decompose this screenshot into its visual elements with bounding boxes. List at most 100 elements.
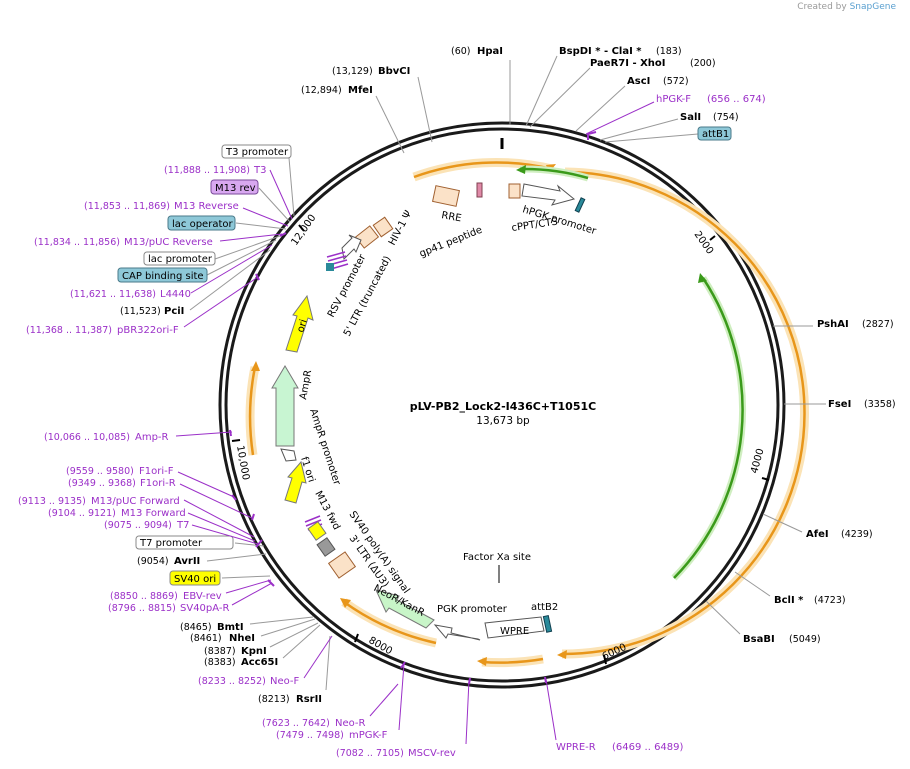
mfei-line xyxy=(375,95,405,154)
mpgkf-pos: (7479 .. 7498) xyxy=(276,730,344,741)
t3promoter-line xyxy=(288,157,295,217)
ebvrev-pos: (8850 .. 8869) xyxy=(110,591,178,602)
ampr-arrow xyxy=(271,365,299,447)
orf-left xyxy=(248,366,257,456)
attb2-label: attB2 xyxy=(531,602,558,613)
cppt-box xyxy=(508,183,521,199)
lacoperator-box xyxy=(167,215,236,231)
f1orif-pos: (9559 .. 9580) xyxy=(66,466,134,477)
hpgkf-mark xyxy=(587,131,597,140)
neof-pos: (8233 .. 8252) xyxy=(198,676,266,687)
afei-name: AfeI xyxy=(806,529,829,540)
bsabi-line xyxy=(705,600,741,635)
ampr-primer-line xyxy=(175,431,233,437)
t7promoter-line xyxy=(234,542,265,547)
m13fwd-line xyxy=(187,512,256,542)
attb1-line xyxy=(604,133,699,143)
ori-label: ori xyxy=(295,318,309,334)
inner-features-bottom: NeoR/KanR PGK promoter WPRE attB2 Factor… xyxy=(372,552,558,641)
t7-line xyxy=(191,524,259,545)
fsei-pos: (3358) xyxy=(864,399,896,410)
ampr-primer-name: Amp-R xyxy=(135,432,169,443)
bmti-pos: (8465) xyxy=(180,622,212,633)
labels-bottom: WPRE-R (6469 .. 6489) (7082 .. 7105) MSC… xyxy=(180,616,684,759)
xhoi-pos: (200) xyxy=(690,58,716,69)
m13fwd-pos: (9104 .. 9121) xyxy=(48,508,116,519)
tick-10000 xyxy=(231,439,241,442)
green-right xyxy=(673,277,744,579)
orf-left-bottom xyxy=(343,600,437,645)
f1orif-mark xyxy=(231,494,237,501)
bcli-name: BclI * xyxy=(774,595,804,606)
t3promoter-box xyxy=(221,144,292,159)
scale-ticks: 2000 4000 6000 8000 10,000 12,000 xyxy=(231,213,770,665)
labels-top: (60) HpaI BspDI * - ClaI * (183) PaeR7I … xyxy=(451,46,766,143)
sali-pos: (754) xyxy=(713,112,739,123)
rre-label: RRE xyxy=(440,210,462,224)
sali-line xyxy=(599,118,679,141)
fsei-name: FseI xyxy=(828,399,851,410)
t7-mark xyxy=(255,539,263,548)
orf-right xyxy=(561,170,806,656)
sv40par-name: SV40pA-R xyxy=(180,603,229,614)
bbvci-name: BbvCI xyxy=(378,66,410,77)
bmti-name: BmtI xyxy=(217,622,244,633)
tick-label-4000: 4000 xyxy=(749,447,766,474)
bbvci-line xyxy=(417,76,433,143)
hpai-pos: (60) xyxy=(451,46,471,57)
lacpromoter-box xyxy=(143,251,216,266)
bsabi-pos: (5049) xyxy=(789,634,821,645)
asci-line xyxy=(575,85,626,132)
pshai-pos: (2827) xyxy=(862,319,894,330)
wprer-mark xyxy=(544,676,547,684)
kpni-name: KpnI xyxy=(241,646,267,657)
lacpromoter-line xyxy=(214,235,281,260)
rsrii-pos: (8213) xyxy=(258,694,290,705)
mfei-pos: (12,894) xyxy=(301,85,342,96)
f1orir-mark xyxy=(251,513,255,521)
orf-bottom-arrow xyxy=(477,657,487,666)
afei-line xyxy=(762,513,803,533)
ampr-label: AmpR xyxy=(298,369,314,400)
wprer-line xyxy=(545,678,557,741)
m13rev-primer-pos: (11,853 .. 11,869) xyxy=(84,201,170,212)
primer-cluster-topleft xyxy=(326,251,349,271)
f1-ori-arrow xyxy=(284,460,307,504)
bbvci-pos: (13,129) xyxy=(332,66,373,77)
pcii-pos: (11,523) xyxy=(120,306,161,317)
sv40par-pos: (8796 .. 8815) xyxy=(108,603,176,614)
f1orif-name: F1ori-F xyxy=(139,466,174,477)
tick-4000 xyxy=(761,477,770,481)
nhei-line xyxy=(260,618,316,637)
asci-name: AscI xyxy=(627,76,650,87)
tick-12000 xyxy=(298,224,305,232)
bmti-line xyxy=(249,616,314,625)
tick-6000 xyxy=(603,654,607,665)
ori-arrow xyxy=(285,294,314,353)
f1orir-line xyxy=(179,483,253,519)
ampr-promoter-box xyxy=(280,448,297,462)
pcii-name: PciI xyxy=(164,306,184,317)
m13rev-primer-line xyxy=(242,207,289,227)
m13pucrev-name: M13/pUC Reverse xyxy=(124,237,213,248)
m13pucrev-pos: (11,834 .. 11,856) xyxy=(34,237,120,248)
m13pucfwd-name: M13/pUC Forward xyxy=(91,496,180,507)
cap-box xyxy=(117,267,208,283)
sv40-polya-feature xyxy=(316,537,336,557)
pbr322-name: pBR322ori-F xyxy=(117,325,179,336)
rre-box xyxy=(432,185,460,207)
sv40ori-label: SV40 ori xyxy=(174,574,216,585)
orf-left-arrow xyxy=(251,361,260,371)
snapgene-credit: Created by SnapGene xyxy=(797,2,896,12)
kpni-pos: (8387) xyxy=(204,646,236,657)
mpgkf-line xyxy=(398,663,405,731)
orf-left-bottom-arrow xyxy=(340,598,351,608)
tick-label-12000: 12,000 xyxy=(289,213,318,248)
gp41-box xyxy=(476,182,483,198)
inner-features-left: ori AmpR AmpR promoter f1 ori M13 fwd SV… xyxy=(271,294,412,596)
credit-prefix: Created by xyxy=(797,2,847,12)
wpre-label: WPRE xyxy=(500,626,529,637)
l4440-name: L4440 xyxy=(160,289,191,300)
attb1-label: attB1 xyxy=(702,129,729,140)
tick-2000 xyxy=(709,235,716,241)
